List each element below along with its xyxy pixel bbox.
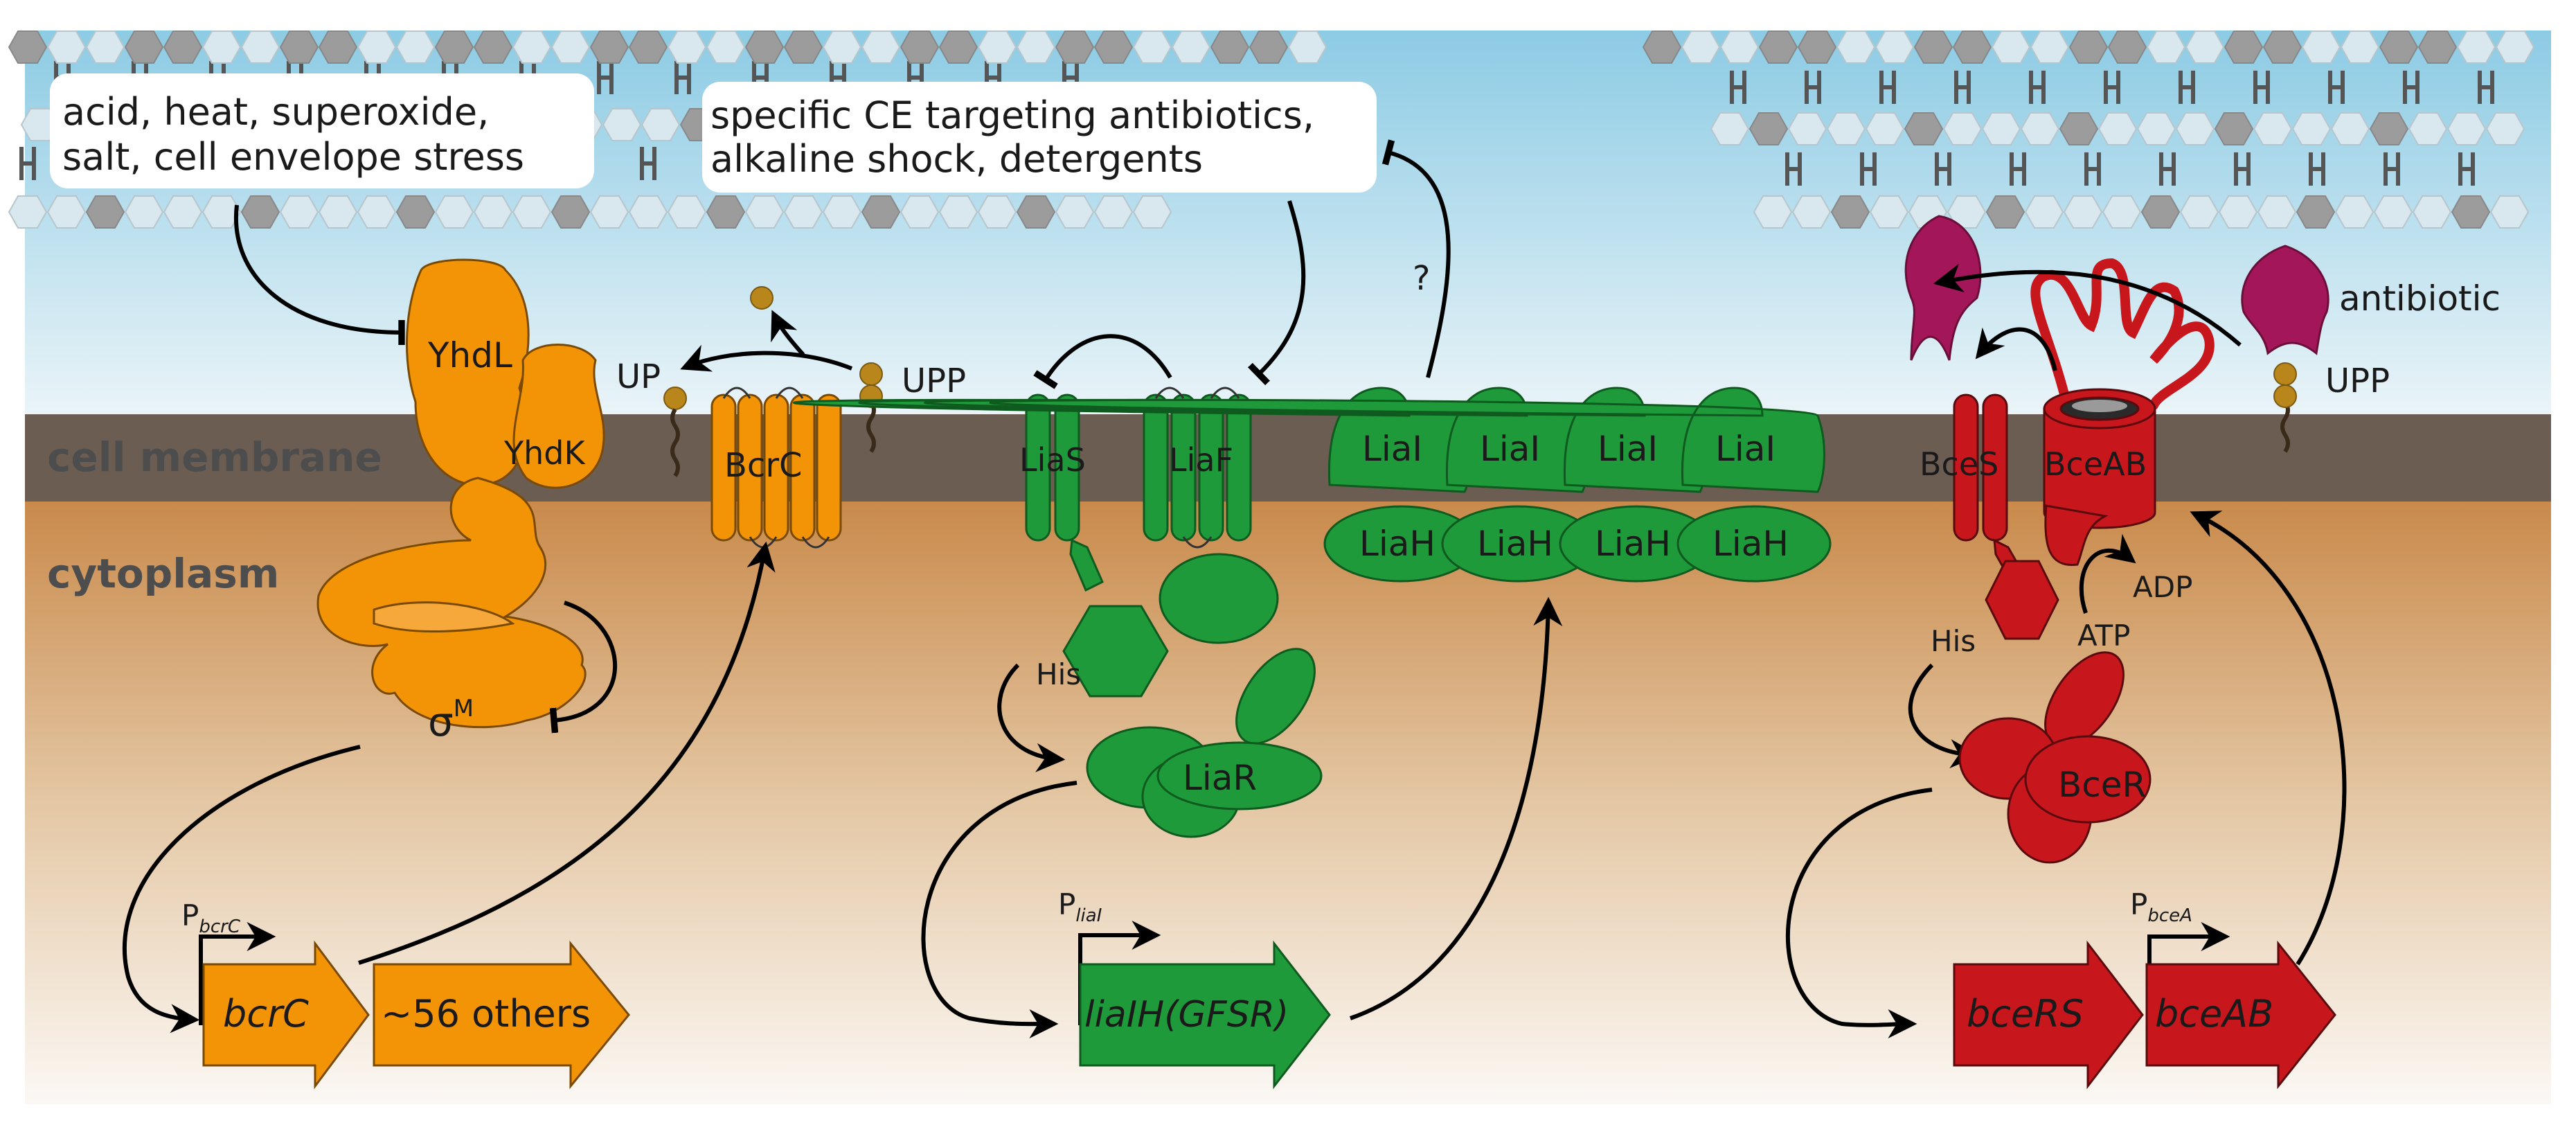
label-promoter-bcea: PbceA <box>2130 887 2192 926</box>
label-gene-bceab: bceAB <box>2155 992 2273 1036</box>
gene-bceab-arrow: bceAB <box>2145 940 2336 1090</box>
label-gene-bcers: bceRS <box>1967 992 2084 1036</box>
label-yhdl: YhdL <box>427 335 512 375</box>
label-his-lia: His <box>1036 657 1081 691</box>
label-up: UP <box>616 357 661 396</box>
label-question: ? <box>1413 259 1430 298</box>
arrow-phosphate-release <box>771 310 805 357</box>
sigma-m-fold <box>373 601 515 633</box>
arrow-upp-to-up <box>680 344 853 372</box>
inhibition-stress-to-yhdl <box>233 204 402 333</box>
inhibition-liai-to-stress <box>1388 152 1451 378</box>
gene-bcers-arrow: bceRS <box>1953 940 2144 1090</box>
arrow-antibiotic-removal <box>1933 263 2242 347</box>
arrow-atp-hydrolysis <box>2079 533 2136 614</box>
stimulus-mid-line2: alkaline shock, detergents <box>710 137 1203 181</box>
label-lias: LiaS <box>1019 441 1086 479</box>
label-liah: LiaH <box>1477 524 1553 564</box>
label-liai: LiaI <box>1715 429 1776 469</box>
label-liaih-operon: liaIH(GFSR) <box>1084 994 1289 1036</box>
label-yhdk: YhdK <box>503 434 586 472</box>
label-liah: LiaH <box>1595 524 1671 564</box>
antibiotic-bound <box>2241 245 2329 355</box>
arrow-phosphotransfer-bce <box>1908 663 1980 769</box>
sigma-m-protein <box>316 477 587 729</box>
label-cytoplasm: cytoplasm <box>47 550 279 597</box>
yhdk-protein <box>512 344 605 489</box>
gene-bcrc-arrow: bcrC <box>202 940 370 1090</box>
bcer-protein <box>1958 651 2152 864</box>
arrow-bceab-signal <box>1975 327 2057 371</box>
label-his-bce: His <box>1931 624 1976 658</box>
label-liai: LiaI <box>1362 429 1422 469</box>
bcrc-protein <box>710 393 842 542</box>
arrow-bcer-to-promoter <box>1785 788 1933 1039</box>
label-upp-left: UPP <box>902 362 966 400</box>
liah-subunit: LiaH <box>1676 505 1832 583</box>
gene-others-arrow: ~56 others <box>373 940 630 1090</box>
inhibition-sigma-auto <box>554 601 618 720</box>
label-liaf: LiaF <box>1169 441 1233 479</box>
liah-subunit: LiaH <box>1441 505 1596 583</box>
label-bcer: BceR <box>2058 765 2146 805</box>
cell-wall-right <box>1643 30 2534 229</box>
liah-subunit: LiaH <box>1323 505 1478 583</box>
stimulus-left-line2: salt, cell envelope stress <box>62 135 524 179</box>
lias-protein <box>1025 393 1169 698</box>
stimulus-mid-line1: specific CE targeting antibiotics, <box>710 94 1314 137</box>
label-bceab-protein: BceAB <box>2044 445 2147 483</box>
label-liai: LiaI <box>1598 429 1658 469</box>
label-bces: BceS <box>1920 445 1998 483</box>
bces-protein <box>1953 393 2059 640</box>
promoter-bcrc-arrow <box>199 922 276 1025</box>
label-adp: ADP <box>2133 570 2192 604</box>
arrow-phosphotransfer-lia <box>997 663 1066 772</box>
inhibition-stress-to-liaf <box>1259 200 1306 374</box>
stimulus-left-line1: acid, heat, superoxide, <box>62 90 489 134</box>
label-gene-bcrc: bcrC <box>223 992 309 1036</box>
gene-liaih-arrow: liaIH(GFSR) <box>1079 940 1331 1090</box>
phosphate-released <box>750 286 773 310</box>
label-upp-right: UPP <box>2325 362 2390 400</box>
stimulus-box-middle: specific CE targeting antibiotics, alkal… <box>702 82 1377 193</box>
bceab-transporter <box>2043 388 2156 567</box>
arrow-liar-to-promoter <box>921 781 1077 1039</box>
label-liah: LiaH <box>1359 524 1435 564</box>
liai-liah-complex: LiaI LiaI LiaI LiaI LiaH LiaH LiaH LiaH <box>793 387 1832 583</box>
label-atp: ATP <box>2077 619 2130 653</box>
label-gene-others: ~56 others <box>381 992 591 1036</box>
liai-subunit: LiaI <box>989 387 1825 493</box>
label-sigma-m: σM <box>428 695 474 745</box>
arrow-sigma-to-promoter <box>123 745 361 1034</box>
label-liar: LiaR <box>1183 758 1257 798</box>
cell-membrane-band <box>25 414 2551 502</box>
arrow-liaih-expression <box>1350 596 1563 1020</box>
bceab-substrate-loop <box>2030 258 2215 410</box>
yhdl-sigma-complex <box>316 258 605 729</box>
label-promoter-bcrc: PbcrC <box>181 898 241 937</box>
liar-protein <box>1086 648 1323 838</box>
label-promoter-liai: PliaI <box>1058 887 1102 926</box>
stimulus-box-left: acid, heat, superoxide, salt, cell envel… <box>50 73 594 188</box>
label-antibiotic: antibiotic <box>2339 278 2501 319</box>
label-bcrc: BcrC <box>724 446 803 485</box>
label-cell-membrane: cell membrane <box>47 434 382 481</box>
label-liah: LiaH <box>1712 524 1789 564</box>
label-liai: LiaI <box>1480 429 1540 469</box>
liah-subunit: LiaH <box>1559 505 1714 583</box>
arrow-bceab-expression <box>2190 511 2347 966</box>
arrow-bcrc-expression <box>358 541 776 965</box>
liaf-protein <box>1143 393 1279 644</box>
inhibition-liaf-to-lias <box>1046 334 1172 380</box>
